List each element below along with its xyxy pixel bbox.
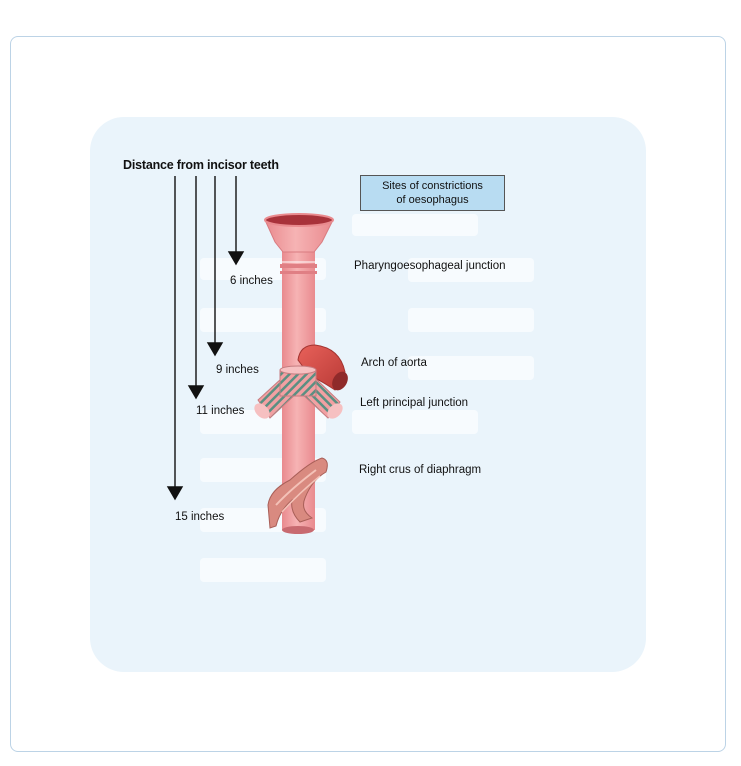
blank-slot [408,308,534,332]
distance-label-11: 11 inches [196,405,245,417]
distance-arrows [166,176,245,501]
distance-label-6: 6 inches [230,275,273,287]
title-line-2: of oesophagus [396,194,469,206]
distance-label-9: 9 inches [216,364,259,376]
diaphragm-crus [267,457,328,529]
aorta-lumen [332,371,348,391]
constriction-title-box: Sites of constrictions of oesophagus [360,175,505,211]
site-label-pharyngoesophageal: Pharyngoesophageal junction [354,260,506,272]
tube-end [282,526,314,534]
distance-heading: Distance from incisor teeth [123,158,279,172]
site-label-left-principal: Left principal junction [360,397,469,409]
pharynx-opening [264,213,334,227]
arrowhead [166,486,184,501]
arrowhead [206,342,224,357]
site-label-diaphragm: Right crus of diaphragm [359,464,482,476]
arrowhead [187,385,205,400]
title-line-1: Sites of constrictions [382,180,483,192]
junction-ring [280,264,317,268]
arrowhead [227,251,245,266]
blank-slot [200,558,326,582]
junction-ring [280,271,317,274]
aortic-arch [297,344,346,391]
blank-slot [408,356,534,380]
blank-slot [408,258,534,282]
distance-label-15: 15 inches [175,511,225,523]
blank-slot [352,214,478,236]
site-label-aortic-arch: Arch of aorta [361,357,427,369]
blank-slot [352,410,478,434]
